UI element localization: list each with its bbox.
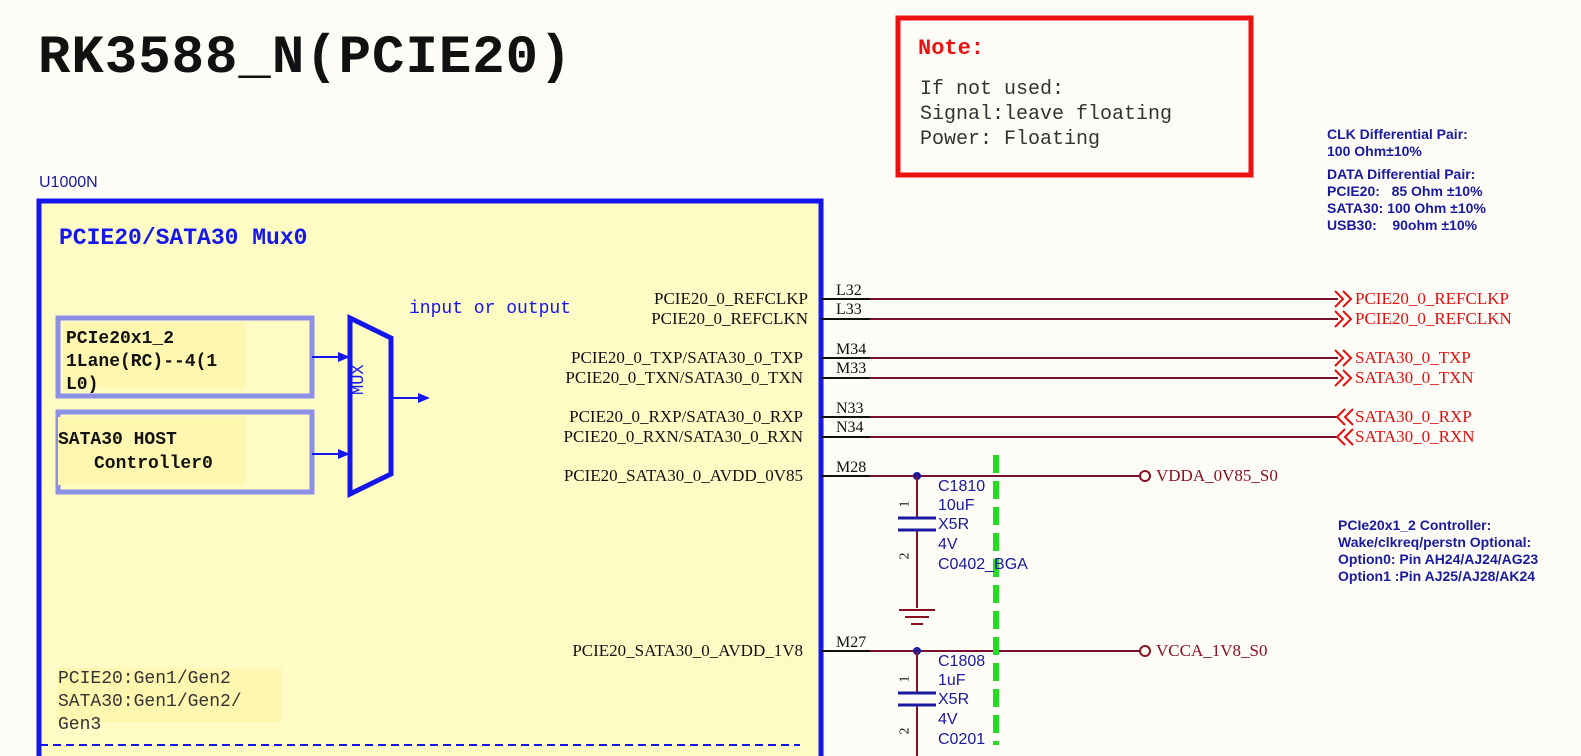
block-title: PCIE20/SATA30 Mux0 [59, 225, 308, 251]
pin-number-underlines [821, 298, 870, 652]
offpage-out-txp[interactable] [1334, 349, 1345, 367]
note-line-1: If not used: [920, 78, 1065, 101]
mux-label: MUX [350, 364, 369, 395]
net-label-rxn[interactable]: SATA30_0_RXN [1355, 427, 1475, 446]
cap-c1808-package: C0201 [938, 731, 986, 748]
offpage-out-txn[interactable] [1334, 369, 1345, 387]
offpage-in-rxn[interactable] [1335, 428, 1346, 446]
cap-c1810-voltage: 4V [938, 536, 958, 553]
controller-note-3: Option0: Pin AH24/AJ24/AG23 [1338, 551, 1539, 567]
cap-c1810-dielectric: X5R [938, 516, 970, 533]
pin-number-n34: N34 [836, 419, 864, 436]
net-label-rxp[interactable]: SATA30_0_RXP [1355, 407, 1472, 426]
pin-number-m34: M34 [836, 341, 867, 358]
power-label-vcca[interactable]: VCCA_1V8_S0 [1156, 641, 1268, 660]
component-designator: U1000N [39, 174, 98, 191]
cap-c1808-dielectric: X5R [938, 691, 970, 708]
note-box [895, 15, 1254, 178]
pin-number-l32: L32 [836, 282, 862, 299]
net-label-txp[interactable]: SATA30_0_TXP [1355, 348, 1471, 367]
mux-output-arrow [418, 393, 430, 403]
pcie-controller-label-bg [63, 323, 245, 389]
pin-name-m34: PCIE20_0_TXP/SATA30_0_TXP [571, 348, 803, 367]
gen-note-line-2: SATA30:Gen1/Gen2/ [58, 692, 242, 712]
gen-note-line-3: Gen3 [58, 715, 102, 735]
cap-c1808-voltage: 4V [938, 711, 958, 728]
pin-name-l33: PCIE20_0_REFCLKN [651, 309, 808, 328]
pin-name-m33: PCIE20_0_TXN/SATA30_0_TXN [565, 368, 803, 387]
cap-c1810-pin1: 1 [897, 500, 913, 508]
capacitor-c1810[interactable] [898, 476, 936, 608]
page-title: RK3588_N(PCIE20) [38, 28, 573, 89]
pcie-to-mux-arrow [338, 352, 350, 362]
mux-note: input or output [409, 299, 572, 319]
sata-box-line-1: SATA30 HOST [58, 430, 177, 450]
cap-c1808-value: 1uF [938, 672, 966, 689]
net-label-txn[interactable]: SATA30_0_TXN [1355, 368, 1474, 387]
pin-number-l33: L33 [836, 301, 862, 318]
cap-c1808-ref: C1808 [938, 653, 986, 670]
impedance-note-4: PCIE20: 85 Ohm ±10% [1327, 183, 1483, 199]
net-label-refclkp[interactable]: PCIE20_0_REFCLKP [1355, 289, 1509, 308]
pin-number-m33: M33 [836, 360, 867, 377]
gen-note: PCIE20:Gen1/Gen2 SATA30:Gen1/Gen2/ Gen3 [58, 668, 282, 735]
offpage-out-refclkn[interactable] [1334, 310, 1345, 328]
pin-number-m27: M27 [836, 634, 867, 651]
pin-name-n34: PCIE20_0_RXN/SATA30_0_RXN [563, 427, 804, 446]
sata-box-line-2: Controller0 [94, 454, 213, 474]
net-label-refclkn[interactable]: PCIE20_0_REFCLKN [1355, 309, 1512, 328]
pin-name-m28: PCIE20_SATA30_0_AVDD_0V85 [563, 466, 803, 485]
power-port-vcca[interactable] [1139, 645, 1151, 657]
pcie-box-line-1: PCIe20x1_2 [66, 329, 175, 349]
cap-c1810-ref: C1810 [938, 478, 986, 495]
sata-controller-label-bg [58, 417, 246, 485]
pcie-box-line-3: L0) [66, 375, 99, 395]
impedance-note-5: SATA30: 100 Ohm ±10% [1327, 200, 1486, 216]
impedance-note-1: CLK Differential Pair: [1327, 126, 1468, 142]
note-line-2: Signal:leave floating [920, 103, 1173, 126]
impedance-note-6: USB30: 90ohm ±10% [1327, 217, 1478, 233]
mux-shape[interactable] [347, 313, 394, 499]
offpage-out-refclkp[interactable] [1334, 290, 1345, 308]
note-line-3: Power: Floating [920, 128, 1101, 151]
power-port-vdda[interactable] [1139, 470, 1151, 482]
pcie-box-text: PCIe20x1_2 1Lane(RC)--4(1 L0) [66, 328, 244, 395]
pin-number-n33: N33 [836, 400, 864, 417]
controller-note-1: PCIe20x1_2 Controller: [1338, 517, 1492, 533]
cap-c1808-pin2: 2 [897, 727, 913, 735]
pin-name-n33: PCIE20_0_RXP/SATA30_0_RXP [569, 407, 803, 426]
impedance-note-3: DATA Differential Pair: [1327, 166, 1476, 182]
signal-wires [821, 298, 1338, 652]
controller-note-2: Wake/clkreq/perstn Optional: [1338, 534, 1532, 550]
capacitor-c1808[interactable] [898, 651, 936, 756]
cap-c1810-value: 10uF [938, 497, 975, 514]
pin-name-m27: PCIE20_SATA30_0_AVDD_1V8 [572, 641, 803, 660]
offpage-in-rxp[interactable] [1335, 408, 1346, 426]
note-heading: Note: [918, 36, 985, 61]
cap-c1810-pin2: 2 [897, 552, 913, 560]
cap-c1810-package: C0402_BGA [938, 556, 1028, 573]
cap-c1808-pin1: 1 [897, 675, 913, 683]
sata-box-text: SATA30 HOST Controller0 [58, 428, 244, 476]
impedance-note-2: 100 Ohm±10% [1327, 143, 1422, 159]
pin-number-m28: M28 [836, 459, 867, 476]
ground-symbol [899, 609, 935, 625]
power-label-vdda[interactable]: VDDA_0V85_S0 [1156, 466, 1278, 485]
pcie-box-line-2: 1Lane(RC)--4(1 [66, 352, 218, 372]
sata-to-mux-arrow [338, 449, 350, 459]
controller-note-4: Option1 :Pin AJ25/AJ28/AK24 [1338, 568, 1536, 584]
gen-note-line-1: PCIE20:Gen1/Gen2 [58, 669, 231, 689]
offpage-connectors [1334, 290, 1354, 446]
pin-name-l32: PCIE20_0_REFCLKP [654, 289, 808, 308]
